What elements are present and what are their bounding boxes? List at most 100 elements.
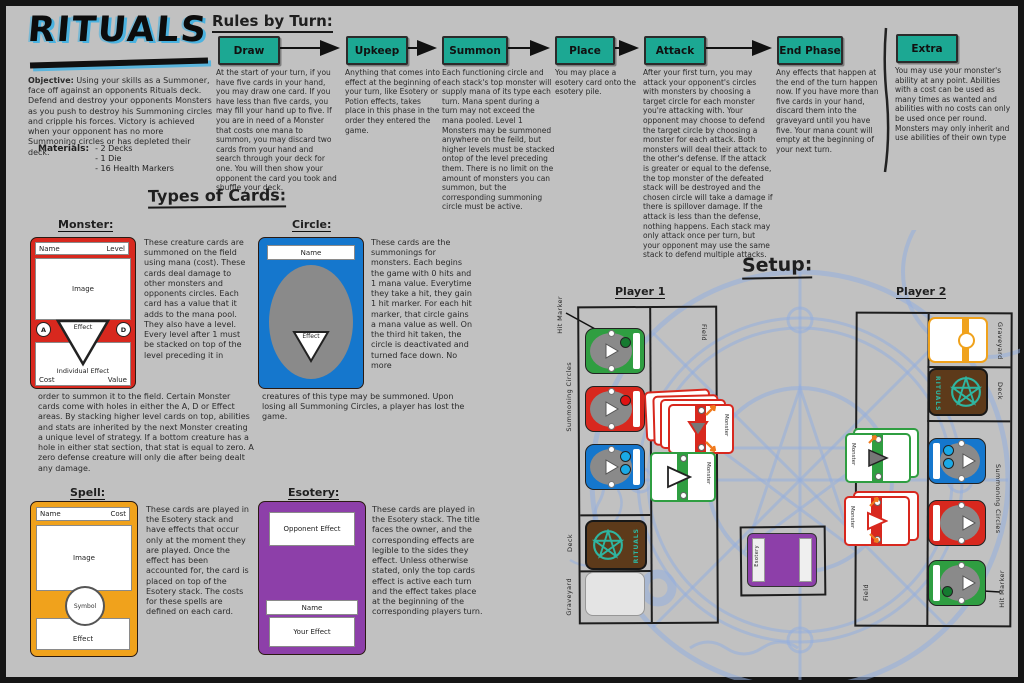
monster-card-title: Monster: [705, 462, 711, 485]
p1-blue-summoning-circle-card: [585, 444, 645, 490]
objective-paragraph: Objective: Using your skills as a Summon…: [28, 76, 212, 158]
rules-by-turn-heading: Rules by Turn:: [212, 12, 333, 33]
card-hole: [958, 562, 965, 569]
p1-red-summoning-circle-card: [585, 386, 645, 432]
attack-stat-icon: A: [36, 322, 51, 337]
p2-deck-label: Deck: [996, 382, 1004, 400]
spell-symbol-icon: [958, 332, 975, 349]
esotery-text-beside: These cards are played in the Esotery st…: [372, 505, 483, 617]
card-hole: [608, 446, 615, 453]
card-hole: [958, 597, 965, 604]
p2-summoning-circles-label: Summoning Circles: [994, 464, 1002, 534]
monster-card-title: Monster: [850, 443, 856, 466]
effect-triangle-icon: [687, 421, 709, 438]
effect-triangle-icon: [605, 459, 619, 475]
esotery-effect-bar: [799, 538, 812, 582]
card-hole: [698, 407, 705, 414]
material-item: - 1 Die: [95, 154, 122, 163]
card-hole: [958, 440, 965, 447]
monster-card-value-label: Value: [107, 376, 127, 384]
monster-card-top: Monster: [668, 404, 734, 454]
circle-text-below: creatures of this type may be summoned. …: [262, 392, 465, 422]
effect-triangle-icon: [962, 575, 976, 591]
objective-label: Objective:: [28, 76, 74, 85]
title-underline: [29, 57, 209, 69]
attack-arrow-icon: [705, 441, 717, 453]
esotery-pile-title: Esotery: [754, 545, 760, 567]
esotery-section-label: Esotery:: [288, 486, 340, 500]
phase-button-extra: Extra: [896, 34, 958, 63]
monster-card-top: Monster: [844, 496, 910, 546]
defense-stat-icon: D: [116, 322, 131, 337]
phase-button-draw: Draw: [218, 36, 280, 65]
types-of-cards-heading: Types of Cards:: [147, 185, 287, 209]
p2-deck-divider: [927, 419, 1011, 423]
esotery-your-effect-box: Your Effect: [269, 617, 355, 647]
p1-green-monster-card: Monster: [650, 452, 716, 502]
blue-hit-marker-dot: [620, 451, 631, 462]
circle-text-beside: These cards are the summonings for monst…: [371, 238, 473, 370]
deck-back-title: RITUALS: [633, 528, 640, 564]
blue-hit-marker-dot: [943, 458, 954, 469]
card-hole: [958, 537, 965, 544]
deck-back-title: RITUALS: [934, 376, 941, 412]
objective-text: Using your skills as a Summoner, face of…: [28, 76, 213, 157]
card-hole: [680, 455, 687, 462]
spell-card-cost-label: Cost: [110, 510, 126, 518]
circle-card-effect-label: Effect: [302, 333, 320, 340]
phase-button-upkeep: Upkeep: [346, 36, 408, 65]
card-hole: [608, 388, 615, 395]
phase-text-upkeep: Anything that comes into effect at the b…: [345, 68, 441, 135]
p2-green-summoning-circle-card: [928, 560, 986, 606]
green-hit-marker-dot: [620, 337, 631, 348]
monster-card-cost-value-row: Cost Value: [39, 376, 127, 384]
spell-section-label: Spell:: [70, 486, 106, 500]
materials-block: Materials: - 2 Decks - 1 Die - 16 Health…: [38, 144, 174, 173]
esotery-effect-bar: Esotery: [752, 538, 765, 582]
pentagram-icon: [592, 529, 624, 560]
esotery-opponent-effect-box: Opponent Effect: [269, 512, 355, 546]
monster-card-title: Monster: [849, 506, 855, 529]
material-item: - 2 Decks: [95, 144, 133, 153]
p2-deck-card-back: RITUALS: [928, 368, 988, 416]
effect-triangle-icon: [667, 465, 692, 489]
card-hole: [958, 475, 965, 482]
esotery-card-diagram: Opponent Effect Name Your Effect: [258, 501, 366, 655]
p2-blue-summoning-circle-card: [928, 438, 986, 484]
material-item: - 16 Health Markers: [95, 164, 174, 173]
circle-name-bar: [633, 333, 640, 369]
esotery-name-bar: Name: [266, 600, 358, 615]
blue-hit-marker-dot: [620, 464, 631, 475]
phase-button-endphase: End Phase: [777, 36, 843, 65]
monster-card-title: Monster: [723, 414, 729, 437]
esotery-pile-card: Esotery: [747, 533, 817, 587]
circle-name-bar: [633, 449, 640, 485]
p2-red-summoning-circle-card: [928, 500, 986, 546]
phase-text-draw: At the start of your turn, if you have f…: [216, 68, 337, 193]
p1-field-label: Field: [700, 324, 708, 342]
p1-deck-label: Deck: [566, 534, 574, 552]
circle-name-bar: [933, 443, 940, 479]
effect-triangle-icon: [292, 331, 330, 363]
effect-triangle-icon: [55, 319, 111, 367]
spell-card-header: Name Cost: [36, 507, 130, 521]
card-hole: [875, 473, 882, 480]
circle-section-label: Circle:: [292, 218, 332, 232]
p1-graveyard-label: Graveyard: [565, 578, 573, 616]
spell-symbol-icon: Symbol: [65, 586, 105, 626]
p1-deck-card-back: RITUALS: [585, 520, 647, 570]
effect-triangle-icon: [962, 515, 976, 531]
monster-card-individual-effect-label: Individual Effect: [56, 367, 110, 375]
monster-card-cost-label: Cost: [39, 376, 55, 384]
attack-arrow-icon: [868, 434, 878, 444]
player1-label: Player 1: [615, 285, 666, 299]
card-hole: [608, 365, 615, 372]
phase-text-attack: After your first turn, you may attack yo…: [643, 68, 773, 260]
p1-summoning-circles-label: Summoning Circles: [565, 362, 573, 432]
p1-hit-marker-label: Hit Marker: [556, 296, 564, 334]
effect-triangle-icon: [868, 448, 889, 468]
spell-text-beside: These cards are played in the Esotery st…: [146, 505, 250, 617]
phase-text-summon: Each functioning circle and each stack's…: [442, 68, 555, 212]
effect-triangle-icon: [867, 511, 888, 531]
